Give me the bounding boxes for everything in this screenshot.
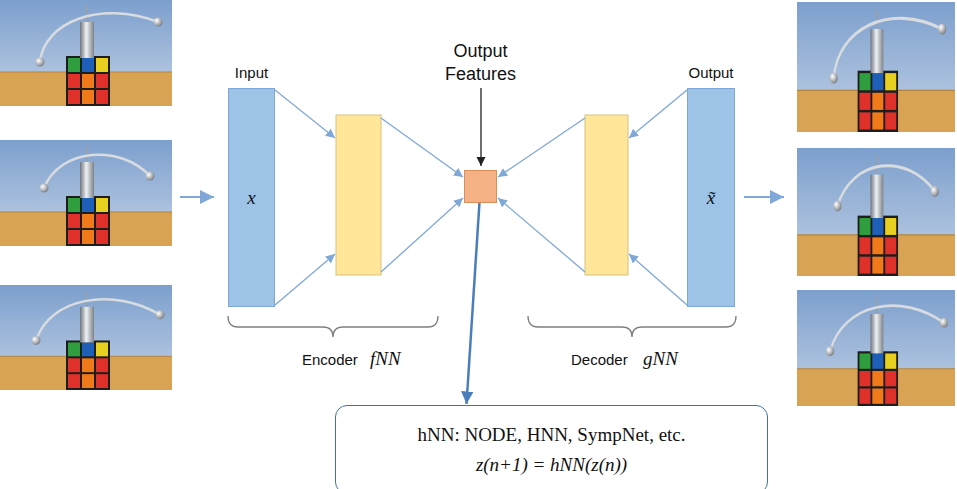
decoder-brace — [528, 316, 736, 337]
layer-connection — [498, 198, 585, 272]
layer-heading: Output — [688, 64, 733, 83]
output-photo — [797, 290, 955, 406]
feature-heading: Output Features — [431, 40, 531, 85]
output-arrow — [744, 196, 784, 198]
input-arrow — [180, 196, 214, 198]
encoder-brace — [228, 316, 438, 337]
output-photo-pendulum — [830, 18, 947, 83]
dynamics-model-box: hNN: NODE, HNN, SympNet, etc. z(n+1) = hN… — [335, 405, 768, 489]
input-variable: x — [247, 186, 255, 210]
layer-connection — [629, 90, 687, 138]
encoder-label: Encoder — [302, 351, 358, 369]
output-photo-pendulum — [833, 166, 939, 212]
output-variable: x̃ — [707, 186, 715, 210]
flow-arrow — [467, 203, 480, 404]
decoder-hidden-layer — [585, 115, 628, 275]
output-photo-pendulum — [826, 306, 948, 357]
update-equation: z(n+1) = hNN(z(n)) — [476, 453, 627, 477]
encoder-hidden-layer — [336, 115, 381, 275]
input-photo-pendulum — [32, 299, 165, 345]
input-photo — [0, 0, 172, 106]
encoder-function: fNN — [370, 348, 401, 371]
decoder-function: gNN — [643, 348, 678, 371]
input-photo — [0, 285, 172, 390]
layer-connection — [381, 118, 463, 177]
input-photo-pendulum — [36, 13, 163, 66]
output-photo — [797, 148, 955, 276]
decoder-label: Decoder — [571, 351, 628, 369]
latent-feature-box: Output Features — [464, 170, 497, 203]
layer-connection — [498, 118, 585, 177]
callout-arrow — [480, 88, 481, 166]
input-photo — [0, 140, 172, 246]
input-photo-pendulum — [40, 155, 155, 193]
layer-connection — [275, 90, 335, 138]
input-layer-box: Inputx — [228, 88, 275, 307]
output-layer-box: Outputx̃ — [687, 88, 735, 307]
layer-heading: Input — [235, 64, 268, 83]
layer-connection — [629, 254, 687, 305]
model-list: hNN: NODE, HNN, SympNet, etc. — [417, 423, 685, 447]
layer-connection — [275, 254, 335, 305]
layer-connection — [381, 198, 463, 272]
output-photo — [797, 2, 955, 132]
